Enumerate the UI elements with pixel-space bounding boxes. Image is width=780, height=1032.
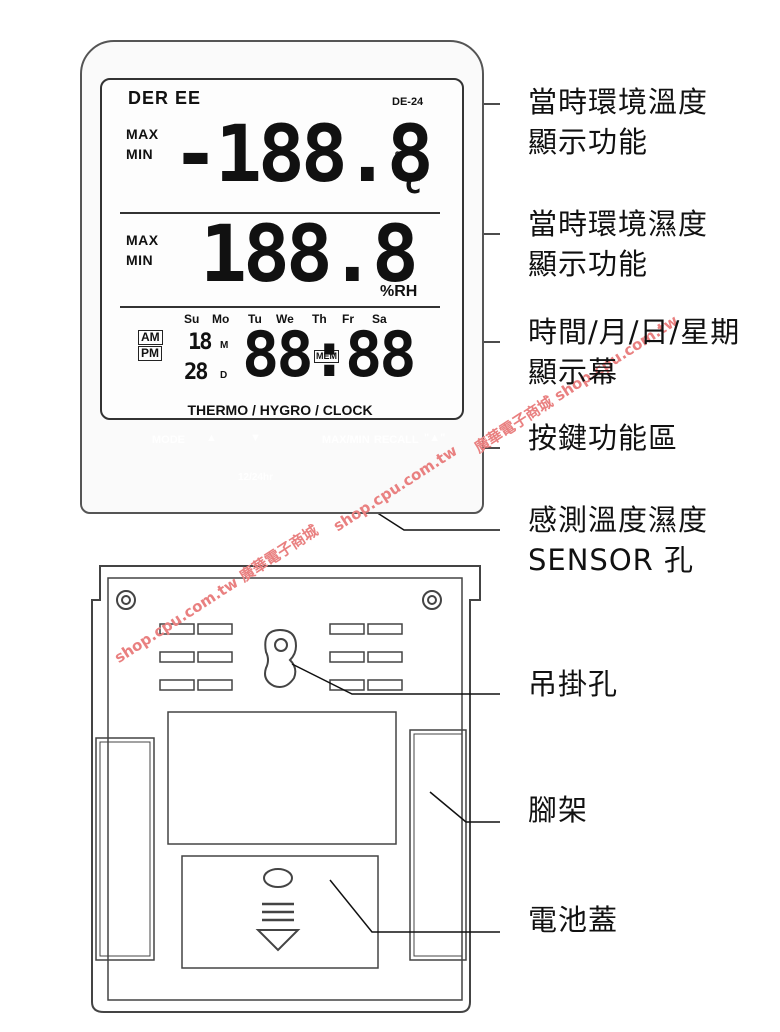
weekday-fr: Fr bbox=[342, 312, 354, 326]
weekday-mo: Mo bbox=[212, 312, 230, 326]
mode-caption: THERMO / HYGRO / CLOCK bbox=[187, 402, 373, 418]
mode-button[interactable] bbox=[150, 446, 192, 470]
weekday-tu: Tu bbox=[248, 312, 262, 326]
callout-clock: 時間/月/日/星期顯示幕 bbox=[528, 315, 741, 389]
lcd-divider bbox=[120, 212, 440, 214]
day-label: D bbox=[220, 370, 228, 381]
day-display: 28 bbox=[184, 360, 208, 385]
weekday-we: We bbox=[276, 312, 294, 326]
callout-hang-hole: 吊掛孔 bbox=[528, 667, 619, 701]
humidity-unit: %RH bbox=[380, 283, 418, 300]
pm-indicator: PM bbox=[138, 346, 162, 361]
maxmin-button-label: MAX/MIN bbox=[322, 434, 370, 446]
back-device bbox=[91, 565, 481, 1013]
callout-buttons: 按鍵功能區 bbox=[528, 421, 679, 455]
mem-indicator: MEM bbox=[314, 350, 339, 363]
weekday-sa: Sa bbox=[372, 312, 387, 326]
weekday-su: Su bbox=[184, 312, 200, 326]
celsius-unit: c bbox=[404, 166, 423, 201]
callout-temperature: 當時環境溫度顯示功能 bbox=[528, 85, 709, 159]
temperature-display: -188.8 bbox=[172, 110, 434, 200]
humidity-min-label: MIN bbox=[126, 252, 154, 268]
weekday-th: Th bbox=[312, 312, 327, 326]
mode-button-label: MODE bbox=[152, 434, 185, 446]
lcd-screen bbox=[100, 78, 464, 420]
up-button-label: ▲ bbox=[206, 432, 217, 444]
battery-cover bbox=[181, 855, 379, 969]
model-label: DE-24 bbox=[392, 96, 424, 108]
down-button-label: ▼ bbox=[250, 432, 261, 444]
temp-min-label: MIN bbox=[126, 146, 154, 162]
am-indicator: AM bbox=[138, 330, 163, 345]
temp-max-label: MAX bbox=[126, 126, 159, 142]
callout-humidity: 當時環境濕度顯示功能 bbox=[528, 207, 709, 281]
callout-battery-cover: 電池蓋 bbox=[528, 903, 619, 937]
brand-logo: DER EE bbox=[128, 88, 202, 108]
month-display: 18 bbox=[188, 330, 212, 355]
humidity-max-label: MAX bbox=[126, 232, 159, 248]
hang-hole bbox=[264, 628, 298, 688]
callout-stand: 腳架 bbox=[528, 793, 589, 827]
degree-symbol: ° bbox=[394, 150, 401, 166]
recall-button[interactable] bbox=[370, 446, 412, 470]
stand bbox=[95, 737, 155, 961]
hr-toggle-label: 12/24hr bbox=[238, 472, 274, 483]
down-button[interactable] bbox=[236, 446, 278, 470]
clock-display: 88:88 bbox=[242, 318, 417, 391]
humidity-display: 188.8 bbox=[200, 210, 419, 300]
month-label: M bbox=[220, 340, 229, 351]
up-button[interactable] bbox=[194, 446, 236, 470]
recall-button-label: RECALL bbox=[374, 434, 419, 446]
alarm-button-label: "▲" bbox=[424, 432, 446, 444]
maxmin-button[interactable] bbox=[324, 446, 366, 470]
lcd-divider bbox=[120, 306, 440, 308]
